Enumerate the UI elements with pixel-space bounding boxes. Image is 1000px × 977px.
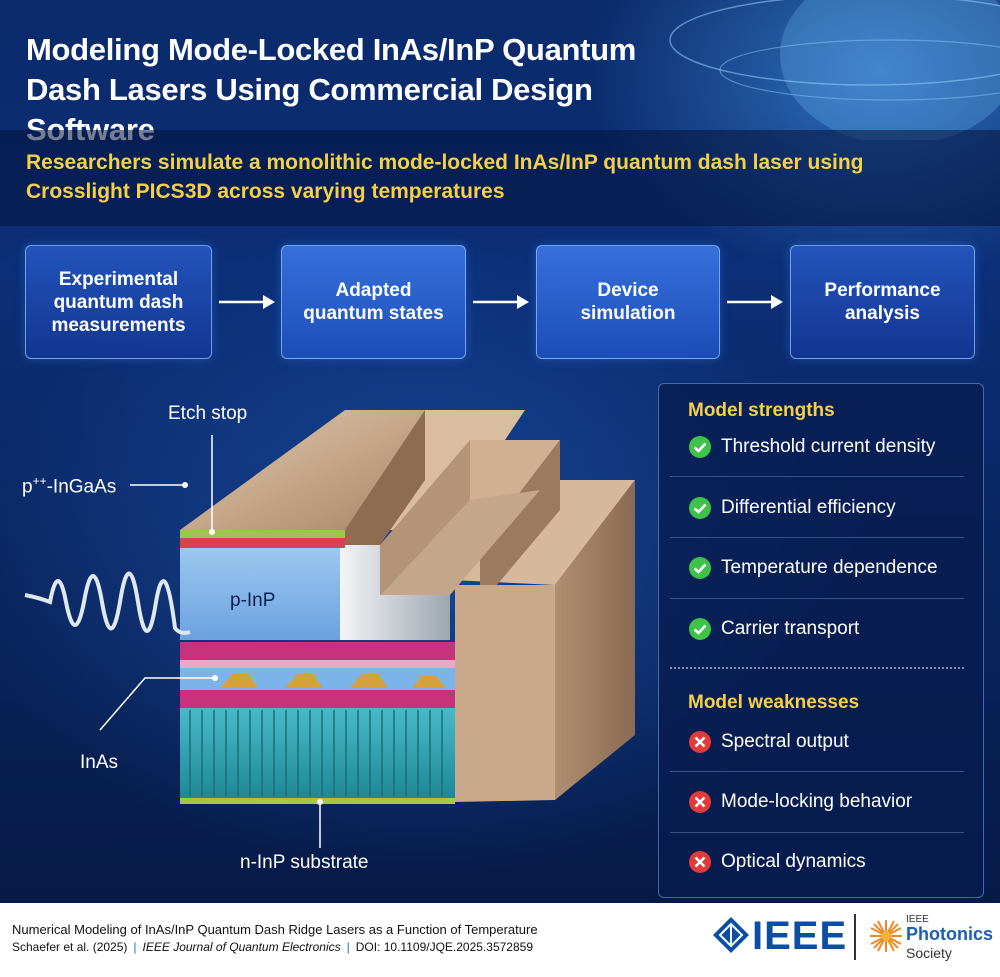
flow-step-text: quantum dash bbox=[53, 291, 184, 313]
strength-item: Carrier transport bbox=[688, 614, 859, 644]
strength-label: Differential efficiency bbox=[721, 497, 896, 518]
label-inas: InAs bbox=[80, 752, 119, 773]
reference-authors: Schaefer et al. (2025) bbox=[12, 940, 128, 954]
divider bbox=[670, 832, 964, 833]
divider bbox=[670, 476, 964, 477]
subtitle-band bbox=[0, 130, 1000, 226]
strength-item: Differential efficiency bbox=[688, 493, 896, 523]
ridge-cut bbox=[380, 490, 540, 595]
flow-step-text: Experimental bbox=[58, 268, 179, 290]
check-icon bbox=[689, 497, 711, 519]
infographic-background: Modeling Mode-Locked InAs/InP Quantum Da… bbox=[0, 0, 1000, 903]
footer bbox=[0, 903, 1000, 977]
weakness-item: Optical dynamics bbox=[688, 847, 866, 877]
flow-step-text: simulation bbox=[580, 303, 676, 324]
weakness-item: Mode-locking behavior bbox=[688, 787, 912, 817]
check-icon bbox=[689, 557, 711, 579]
quantum-dash bbox=[285, 674, 323, 688]
subtitle-line-1: Researchers simulate a monolithic mode-l… bbox=[26, 151, 864, 174]
flow-step-experimental: Experimental quantum dash measurements bbox=[25, 245, 212, 359]
layer-magenta bbox=[180, 642, 455, 660]
layer-magenta-lower bbox=[180, 690, 455, 708]
flow-step-text: Device bbox=[597, 280, 659, 301]
substrate-side bbox=[455, 585, 555, 802]
flow-step-text: Performance bbox=[824, 280, 941, 301]
weakness-item: Spectral output bbox=[688, 727, 849, 757]
label-etch-stop: Etch stop bbox=[168, 403, 248, 424]
layer-p-inp bbox=[180, 548, 340, 640]
separator-bar: | bbox=[346, 940, 350, 954]
label-p-ingaas-sup: ++ bbox=[32, 474, 47, 488]
label-p-ingaas: p++-InGaAs bbox=[22, 474, 116, 498]
strength-item: Threshold current density bbox=[688, 432, 935, 462]
layer-n-inp bbox=[180, 708, 455, 798]
label-p-inp: p-InP bbox=[230, 590, 276, 611]
ridge-side bbox=[480, 440, 560, 605]
check-icon bbox=[689, 436, 711, 458]
arrow-right-icon bbox=[473, 295, 529, 309]
photonics-society-label: Society bbox=[906, 945, 952, 961]
ieee-diamond-logo-icon bbox=[713, 917, 749, 953]
arrow-right-icon bbox=[727, 295, 783, 309]
weakness-label: Spectral output bbox=[721, 731, 849, 752]
section-divider bbox=[670, 667, 964, 669]
strength-item: Temperature dependence bbox=[688, 553, 938, 583]
cross-icon bbox=[689, 851, 711, 873]
layer-red bbox=[180, 538, 345, 548]
flow-step-text: Adapted bbox=[335, 280, 412, 301]
cross-icon bbox=[689, 791, 711, 813]
flow-step-adapted: Adapted quantum states bbox=[281, 245, 466, 359]
photonics-society-starburst-icon bbox=[870, 920, 902, 952]
decorative-rings bbox=[669, 0, 1000, 140]
reference-doi: DOI: 10.1109/JQE.2025.3572859 bbox=[355, 940, 533, 954]
flow-step-text: quantum states bbox=[303, 303, 444, 324]
layer-green-top bbox=[180, 530, 345, 538]
arrow-right-icon bbox=[219, 295, 275, 309]
label-n-inp-substrate: n-InP substrate bbox=[240, 852, 369, 873]
reference-title: Numerical Modeling of InAs/InP Quantum D… bbox=[12, 922, 538, 937]
logo-divider bbox=[854, 914, 856, 960]
strength-label: Temperature dependence bbox=[721, 557, 938, 578]
strengths-heading: Model strengths bbox=[688, 400, 835, 421]
weakness-label: Mode-locking behavior bbox=[721, 791, 913, 812]
layer-light bbox=[180, 660, 455, 668]
flow-step-performance: Performance analysis bbox=[790, 245, 975, 359]
flow-step-device-simulation: Device simulation bbox=[536, 245, 720, 359]
subtitle-line-2: Crosslight PICS3D across varying tempera… bbox=[26, 180, 505, 203]
divider bbox=[670, 771, 964, 772]
quantum-dash bbox=[350, 674, 388, 688]
laser-structure-diagram bbox=[24, 410, 635, 848]
label-p-ingaas-base: p bbox=[22, 476, 33, 498]
strength-label: Carrier transport bbox=[721, 618, 860, 639]
ridge-top-surface bbox=[180, 410, 425, 530]
cross-icon bbox=[689, 731, 711, 753]
label-p-ingaas-rest: -InGaAs bbox=[46, 476, 117, 498]
weaknesses-heading: Model weaknesses bbox=[688, 692, 860, 713]
ridge-cut bbox=[340, 545, 450, 640]
title-line-1: Modeling Mode-Locked InAs/InP Quantum bbox=[26, 32, 637, 67]
ieee-wordmark: IEEE bbox=[752, 914, 848, 958]
photonics-society-ieee: IEEE bbox=[906, 914, 929, 925]
reference-citation: Schaefer et al. (2025) | IEEE Journal of Q… bbox=[12, 940, 533, 954]
weakness-label: Optical dynamics bbox=[721, 851, 866, 872]
check-icon bbox=[689, 618, 711, 640]
divider bbox=[670, 537, 964, 538]
flow-step-text: measurements bbox=[51, 314, 186, 336]
light-wave bbox=[24, 571, 191, 635]
quantum-dash bbox=[220, 674, 258, 688]
flow-step-text: analysis bbox=[844, 303, 920, 324]
ridge-side bbox=[555, 480, 635, 800]
reference-journal: IEEE Journal of Quantum Electronics bbox=[142, 940, 341, 954]
quantum-dash bbox=[412, 676, 446, 688]
model-assessment-panel bbox=[658, 383, 984, 898]
divider bbox=[670, 598, 964, 599]
subtitle: Researchers simulate a monolithic mode-l… bbox=[26, 148, 976, 206]
ridge-cut bbox=[380, 440, 470, 595]
strength-label: Threshold current density bbox=[721, 436, 936, 457]
photonics-society-name: Photonics bbox=[906, 924, 994, 944]
separator-bar: | bbox=[133, 940, 137, 954]
